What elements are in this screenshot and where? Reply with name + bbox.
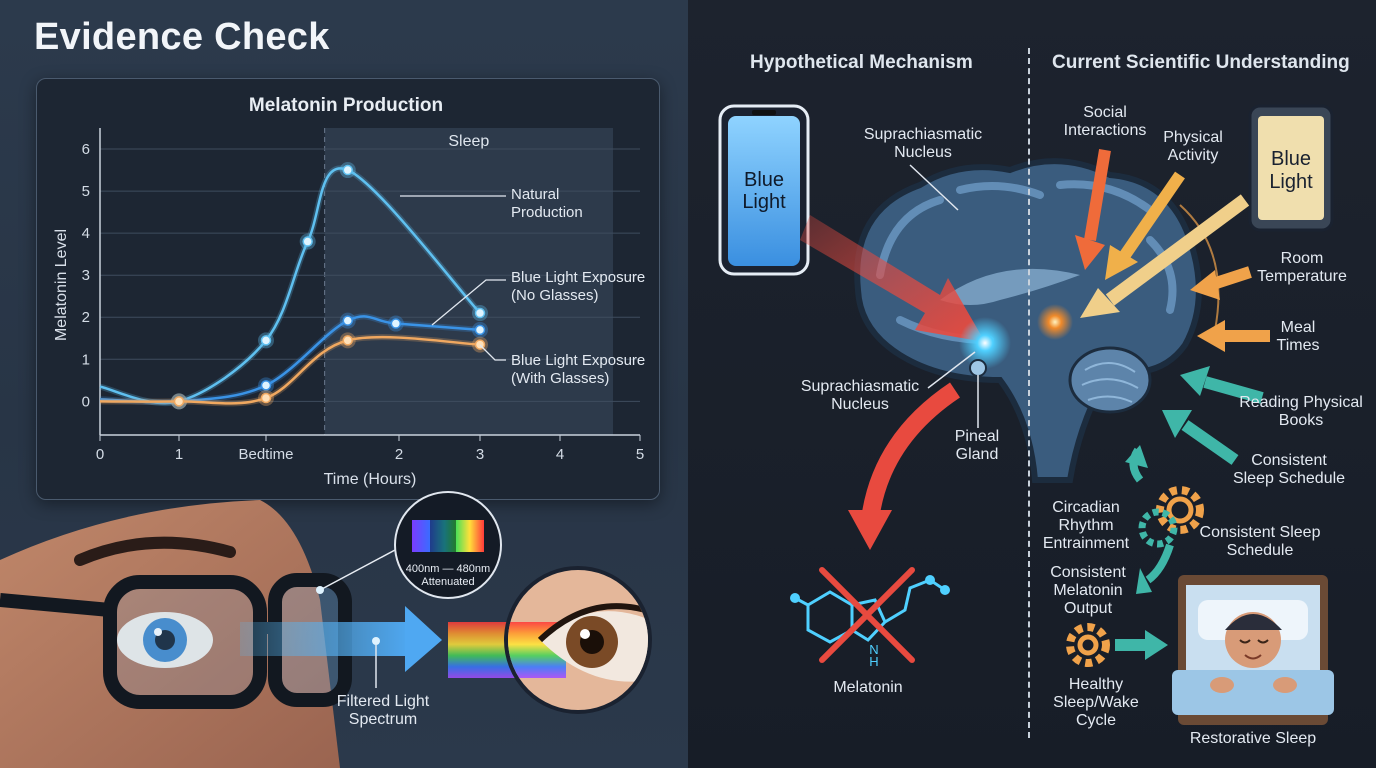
filtered-light-label: Filtered Light Spectrum: [336, 693, 430, 728]
beam-arrow-head: [405, 606, 442, 672]
hypothetical-heading: Hypothetical Mechanism: [750, 52, 973, 73]
data-point: [342, 315, 354, 326]
data-point: [260, 380, 272, 391]
pineal-glow: [1037, 304, 1073, 340]
data-point: [173, 396, 185, 407]
scn-label-top: Suprachiasmatic Nucleus: [863, 126, 983, 161]
legend-with-glasses: Blue Light Exposure (With Glasses): [511, 352, 646, 387]
glasses-illustration: 400nm — 480nm Attenuated: [0, 491, 652, 768]
x-tick-label: 3: [476, 446, 484, 463]
factor-meal: Meal Times: [1276, 319, 1320, 354]
chart-title: Melatonin Production: [249, 95, 443, 116]
restorative-sleep-label: Restorative Sleep: [1189, 730, 1317, 747]
y-tick-label: 5: [82, 183, 90, 200]
factor-melatonin-output: Consistent Melatonin Output: [1050, 564, 1126, 617]
y-tick-label: 1: [82, 351, 90, 368]
scientific-heading: Current Scientific Understanding: [1052, 52, 1350, 73]
y-tick-label: 3: [82, 267, 90, 284]
factor-physical: Physical Activity: [1163, 129, 1223, 164]
orange-gear-icon: [1156, 486, 1204, 534]
legend-leader: [431, 279, 506, 326]
tablet-text-line1: Blue: [1271, 148, 1311, 170]
y-tick-label: 2: [82, 309, 90, 326]
factor-circadian: Circadian Rhythm Entrainment: [1042, 499, 1130, 552]
data-point: [302, 236, 313, 247]
data-point: [342, 335, 354, 346]
factor-schedule-top: Consistent Sleep Schedule: [1232, 452, 1346, 487]
svg-text:H: H: [869, 654, 878, 669]
pineal-gland-label: Pineal Gland: [954, 428, 1000, 463]
series-line: [99, 335, 481, 405]
spectrum-bar: [412, 520, 484, 552]
phone-text-line1: Blue: [744, 169, 784, 191]
glasses-arm: [0, 593, 111, 617]
scn-glow: [959, 317, 1011, 369]
sleep-region-label: Sleep: [448, 133, 489, 150]
legend-no-glasses: Blue Light Exposure (No Glasses): [511, 269, 646, 304]
y-tick-label: 6: [82, 141, 90, 158]
sleeping-person-bed: [1172, 575, 1334, 725]
spectrum-status: Attenuated: [421, 576, 474, 588]
spectrum-range: 400nm — 480nm: [406, 563, 490, 575]
legend-leader: [479, 344, 506, 361]
scn-label-bottom: Suprachiasmatic Nucleus: [800, 378, 920, 413]
x-tick-label: 2: [395, 446, 403, 463]
light-beam: [240, 622, 410, 656]
data-point: [260, 392, 272, 404]
x-tick-label: 4: [556, 446, 564, 463]
y-tick-label: 4: [82, 225, 90, 242]
red-arrow-to-melatonin: [861, 382, 961, 522]
tablet-text-line2: Light: [1269, 171, 1313, 193]
factor-reading: Reading Physical Books: [1239, 394, 1363, 429]
legend-natural: Natural Production: [511, 186, 583, 221]
factor-schedule-mid: Consistent Sleep Schedule: [1199, 524, 1321, 559]
sleep-region: [324, 128, 613, 435]
comparison-divider: [1028, 48, 1030, 738]
x-tick-label: 1: [175, 446, 183, 463]
cycle-gear-icon: [1066, 623, 1110, 667]
melatonin-cross: [819, 567, 915, 663]
data-point: [390, 318, 402, 329]
factor-arrows: [1075, 149, 1270, 465]
eyebrow: [74, 536, 236, 566]
melatonin-label: Melatonin: [833, 679, 903, 696]
page-title: Evidence Check: [34, 16, 330, 58]
data-point: [474, 324, 486, 336]
red-arrow-to-scn: [800, 215, 985, 342]
data-point: [474, 307, 486, 319]
x-tick-label: 0: [96, 446, 104, 463]
phone-text-line2: Light: [742, 191, 786, 213]
data-point: [260, 335, 272, 346]
factor-cycle: Healthy Sleep/Wake Cycle: [1053, 676, 1139, 729]
x-axis-label: Time (Hours): [324, 471, 417, 488]
factor-room: Room Temperature: [1257, 250, 1347, 285]
y-axis-label: Melatonin Level: [53, 229, 70, 341]
y-tick-label: 0: [82, 393, 90, 410]
x-tick-label: Bedtime: [238, 446, 293, 463]
data-point: [342, 164, 354, 176]
teal-gear-icon: [1138, 508, 1178, 548]
corpus-callosum: [940, 268, 1080, 305]
x-tick-label: 5: [636, 446, 644, 463]
factor-social: Social Interactions: [1063, 104, 1147, 139]
svg-text:N: N: [869, 642, 878, 657]
